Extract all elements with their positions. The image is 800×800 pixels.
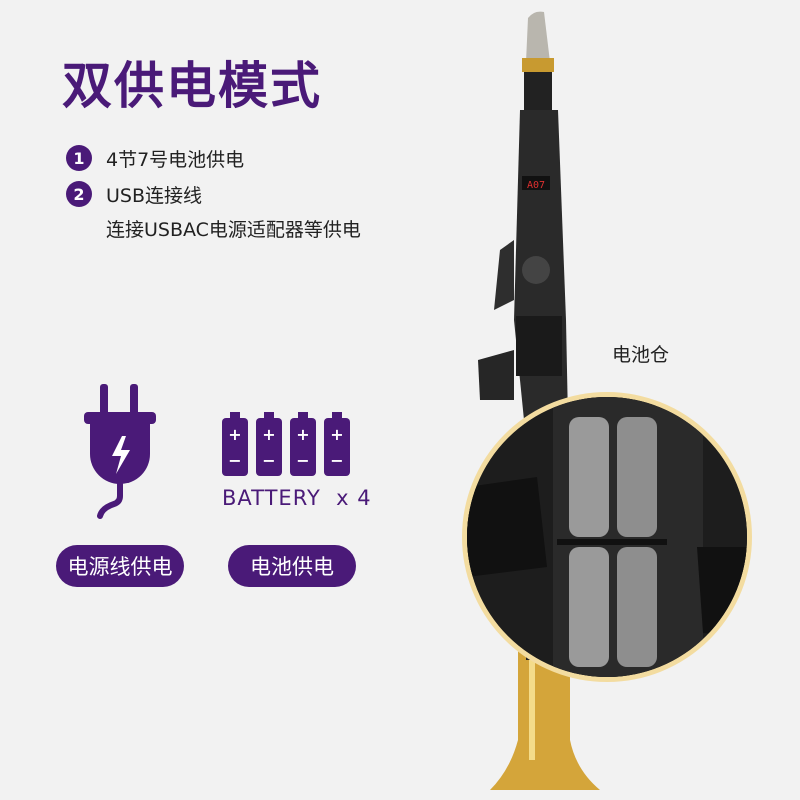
svg-text:+: +: [330, 425, 343, 444]
battery-icons: + − + − + − + −: [222, 412, 350, 476]
number-badge-1: 1: [66, 145, 92, 171]
svg-text:−: −: [296, 451, 309, 470]
battery-icon-2: + −: [256, 412, 282, 476]
battery-compartment-image: [467, 397, 747, 677]
power-plug-icon: [84, 384, 156, 519]
display-readout: A07: [527, 180, 545, 191]
number-badge-2: 2: [66, 181, 92, 207]
page-title: 双供电模式: [62, 57, 322, 115]
feature-subtext: 连接USBAC电源适配器等供电: [106, 219, 361, 241]
feature-text-1: 4节7号电池供电: [106, 148, 245, 171]
svg-text:−: −: [228, 451, 241, 470]
power-cord-pill: 电源线供电: [56, 545, 184, 587]
battery-compartment-zoom: [462, 392, 752, 682]
feature-item-2: 2 USB连接线: [66, 176, 361, 212]
brass-bell: [490, 650, 600, 790]
svg-text:−: −: [330, 451, 343, 470]
svg-text:−: −: [262, 451, 275, 470]
svg-text:+: +: [228, 425, 241, 444]
svg-text:+: +: [296, 425, 309, 444]
battery-power-pill: 电池供电: [228, 545, 356, 587]
svg-text:+: +: [262, 425, 275, 444]
feature-list: 1 4节7号电池供电 2 USB连接线 连接USBAC电源适配器等供电: [66, 140, 361, 248]
battery-compartment-label: 电池仓: [612, 344, 670, 366]
feature-text-2: USB连接线: [106, 184, 203, 207]
mouthpiece: [526, 11, 550, 63]
battery-icon-4: + −: [324, 412, 350, 476]
battery-icon-1: + −: [222, 412, 248, 476]
battery-count-label: BATTERY x 4: [222, 486, 372, 510]
feature-item-1: 1 4节7号电池供电: [66, 140, 361, 176]
battery-icon-3: + −: [290, 412, 316, 476]
